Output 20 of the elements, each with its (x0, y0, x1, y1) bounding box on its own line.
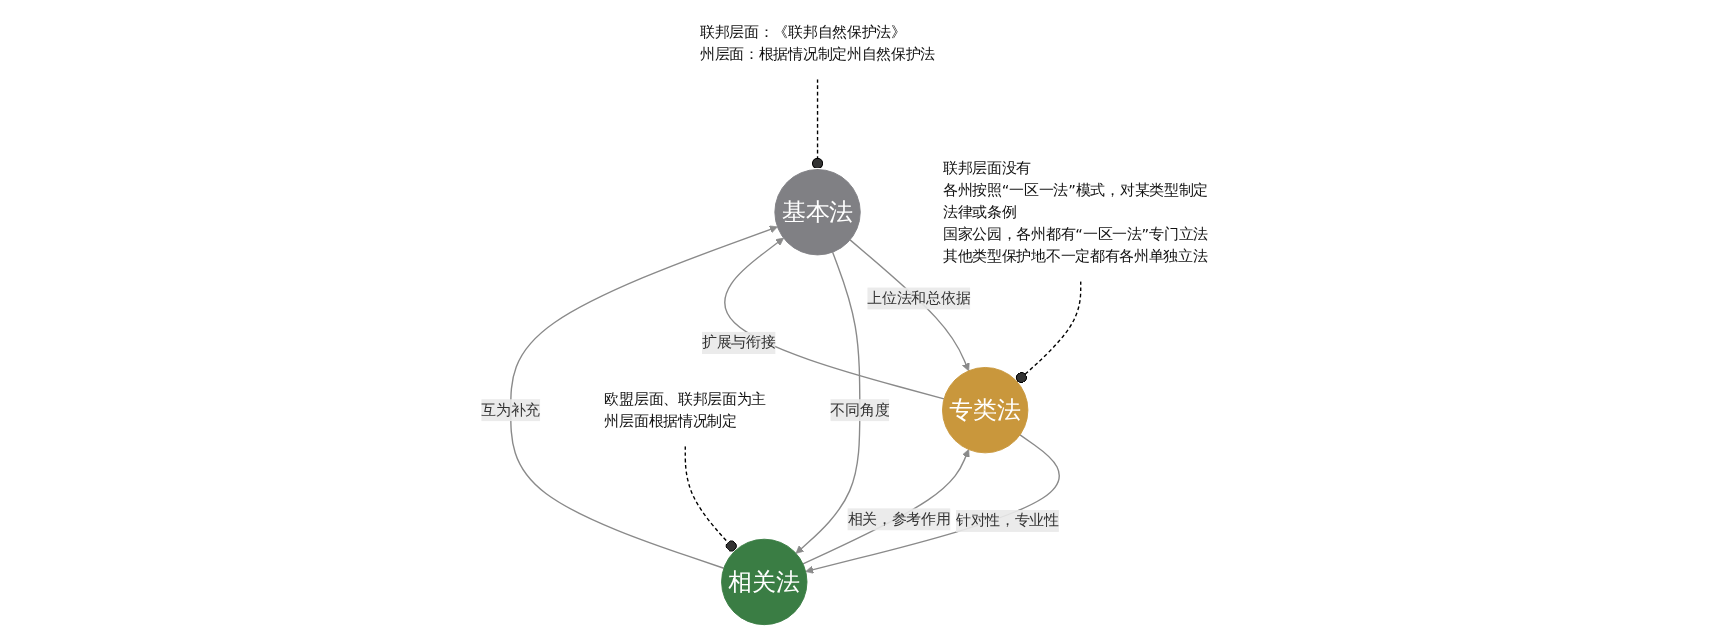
edge-label: 不同角度 (830, 400, 889, 419)
node-circle: 专类法 (941, 367, 1029, 454)
arrow (805, 434, 1060, 574)
connector (1015, 280, 1082, 384)
connector (684, 445, 737, 552)
edge-label: 相关，参考作用 (847, 510, 951, 528)
connector (811, 78, 823, 171)
arrow (795, 251, 861, 554)
node-circle: 相关法 (720, 538, 808, 626)
edge-label: 互为补充 (481, 400, 540, 419)
edge-label: 扩展与衔接 (701, 333, 776, 352)
edge-label: 针对性，专业性 (955, 511, 1059, 530)
node-text: 欧盟层面、联邦层面为主 州层面根据情况制定 (604, 389, 766, 430)
arrow (723, 237, 945, 400)
node-circle: 基本法 (774, 169, 861, 256)
node-text: 联邦层面：《联邦自然保护法》 州层面：根据情况制定州自然保护法 (699, 22, 935, 63)
node-text: 联邦层面没有 各州按照“一区一法”模式，对某类型制定法律或条例 国家公园，各州都有“一区一法”专门立法 其他类型保护地不一定都有各州单独立法 (942, 158, 1208, 265)
arrow (509, 225, 778, 569)
arrow (802, 449, 970, 565)
edge-label: 上位法和总依据 (867, 289, 971, 307)
